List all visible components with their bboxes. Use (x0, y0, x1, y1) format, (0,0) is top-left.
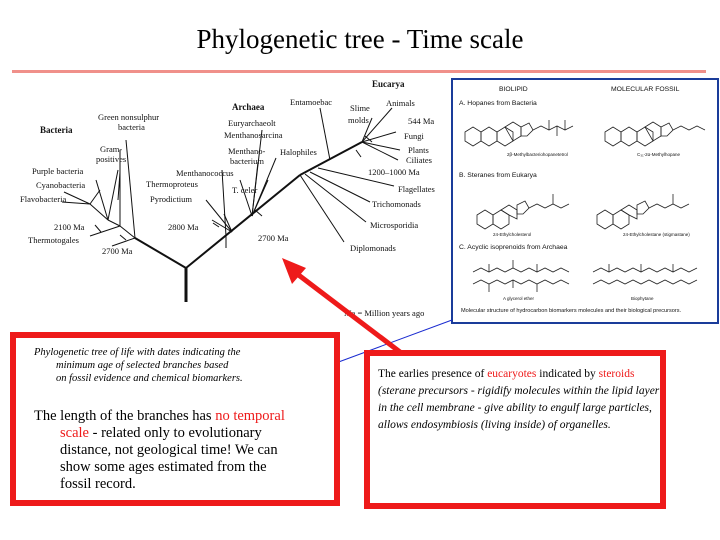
caption-line-2: minimum age of selected branches based (56, 360, 229, 371)
header-molecular-fossil: MOLECULAR FOSSIL (611, 86, 680, 93)
tree-legend: Ma = Million years ago (344, 308, 424, 318)
hopane-fossil-structure (604, 121, 706, 147)
red-arrow-head (282, 258, 306, 284)
note-highlight-eucaryotes: eucaryotes (487, 368, 537, 380)
tree-explanation-box: Phylogenetic tree of life with dates ind… (10, 332, 340, 506)
body-line-2: - related only to evolutionary (88, 425, 262, 441)
biophytane-structure (592, 264, 698, 285)
section-a-heading: A. Hopanes from Bacteria (459, 100, 537, 107)
group-label-eucarya: Eucarya (372, 79, 405, 89)
hopane-biolipid-structure (464, 120, 574, 147)
phylogenetic-tree: Bacteria Archaea Eucarya Green nonsulphu… (20, 79, 435, 318)
taxon-flagellates: Flagellates (398, 184, 435, 194)
taxon-cyanobacteria: Cyanobacteria (36, 180, 85, 190)
taxon-gram-positives: Gram- (100, 144, 122, 154)
body-line-5: fossil record. (60, 476, 136, 492)
age-2100: 2100 Ma (54, 222, 85, 232)
taxon-slime-molds: Slime (350, 103, 370, 113)
taxon-microsporidia: Microsporidia (370, 220, 418, 230)
glycerol-ether-structure (472, 260, 570, 292)
body-highlight-scale: scale (60, 425, 89, 441)
header-biolipid: BIOLIPID (499, 86, 528, 93)
title-divider (12, 70, 706, 73)
label-b2: 24-Ethylcholestane (stigmastane) (623, 232, 690, 237)
age-2700-bacteria: 2700 Ma (102, 246, 133, 256)
note-highlight-steroids: steroids (598, 368, 635, 380)
label-b1: 24-Ethylcholesterol (493, 232, 532, 237)
eukaryote-note-box: The earlies presence of eucaryotes indic… (364, 350, 666, 509)
taxon-methanococcus: Menthanococcus (176, 168, 234, 178)
taxon-ciliates: Ciliates (406, 155, 432, 165)
tree-body-text: The length of the branches has no tempor… (34, 408, 334, 493)
note-text-2: indicated by (536, 368, 596, 380)
tree-branches (61, 107, 401, 302)
taxon-animals: Animals (386, 98, 415, 108)
taxon-fungi: Fungi (404, 131, 424, 141)
taxon-halophiles: Halophiles (280, 147, 317, 157)
age-2700-root: 2700 Ma (258, 233, 289, 243)
taxon-gram-positives-2: positives (96, 154, 126, 164)
age-2800: 2800 Ma (168, 222, 199, 232)
taxon-entamoebae: Entamoebac (290, 97, 332, 107)
sterol-biolipid-structure (476, 194, 570, 230)
group-label-bacteria: Bacteria (40, 125, 73, 135)
taxon-pyrodictium: Pyrodictium (150, 194, 192, 204)
tree-labels: Bacteria Archaea Eucarya Green nonsulphu… (20, 79, 435, 318)
taxon-methanobacterium: Menthano- (228, 146, 265, 156)
section-c-heading: C. Acyclic isoprenoids from Archaea (459, 244, 568, 251)
taxon-methanobacterium-2: bacterium (230, 156, 264, 166)
caption-line-3: on fossil evidence and chemical biomarke… (56, 373, 243, 384)
group-label-archaea: Archaea (232, 102, 265, 112)
label-a2: C₃₁-2α-Methylhopane (637, 152, 680, 157)
taxon-thermoproteus: Thermoproteus (146, 179, 198, 189)
taxon-plants: Plants (408, 145, 429, 155)
taxon-t-celer: T. celer (232, 185, 257, 195)
caption-line-1: Phylogenetic tree of life with dates ind… (34, 347, 241, 358)
note-text-3: (sterane precursors - rigidify molecules… (378, 385, 660, 431)
taxon-green-nonsulphur-2: bacteria (118, 122, 145, 132)
body-line-1: The length of the branches has (34, 408, 216, 424)
label-c1: A glycerol ether (503, 296, 535, 301)
taxon-slime-molds-2: molds (348, 115, 369, 125)
tree-caption: Phylogenetic tree of life with dates ind… (34, 346, 334, 385)
taxon-flavobacteria: Flavobacteria (20, 194, 66, 204)
sterane-fossil-structure (596, 194, 690, 230)
taxon-euryarchaeota: Euryarchaeolt (228, 118, 276, 128)
taxon-thermotogales: Thermotogales (28, 235, 79, 245)
taxon-green-nonsulphur: Green nonsulphur (98, 112, 159, 122)
body-highlight-no-temporal: no temporal (215, 408, 285, 424)
section-b-heading: B. Steranes from Eukarya (459, 172, 537, 179)
note-text-1: The earlies presence of (378, 368, 488, 380)
panel-footer: Molecular structure of hydrocarbon bioma… (461, 308, 682, 314)
age-ticks (94, 135, 373, 241)
page-title: Phylogenetic tree - Time scale (196, 24, 524, 54)
age-1200-1000: 1200–1000 Ma (368, 167, 420, 177)
molecular-structures (464, 120, 706, 292)
taxon-purple-bacteria: Purple bacteria (32, 166, 83, 176)
body-line-3: distance, not geological time! We can (60, 442, 278, 458)
eukaryote-note-text: The earlies presence of eucaryotes indic… (378, 366, 664, 434)
taxon-diplomonads: Diplomonads (350, 243, 396, 253)
molecular-fossil-panel: BIOLIPID MOLECULAR FOSSIL A. Hopanes fro… (451, 78, 719, 324)
taxon-trichomonads: Trichomonads (372, 199, 421, 209)
label-a1: 2β-Methylbacteriohopanetetrol (507, 152, 568, 157)
body-line-4: show some ages estimated from the (60, 459, 267, 475)
red-arrow-shaft (290, 268, 402, 354)
taxon-methanosarcina: Menthanosarcina (224, 130, 283, 140)
label-c2: Biophytane (631, 296, 654, 301)
age-544: 544 Ma (408, 116, 434, 126)
